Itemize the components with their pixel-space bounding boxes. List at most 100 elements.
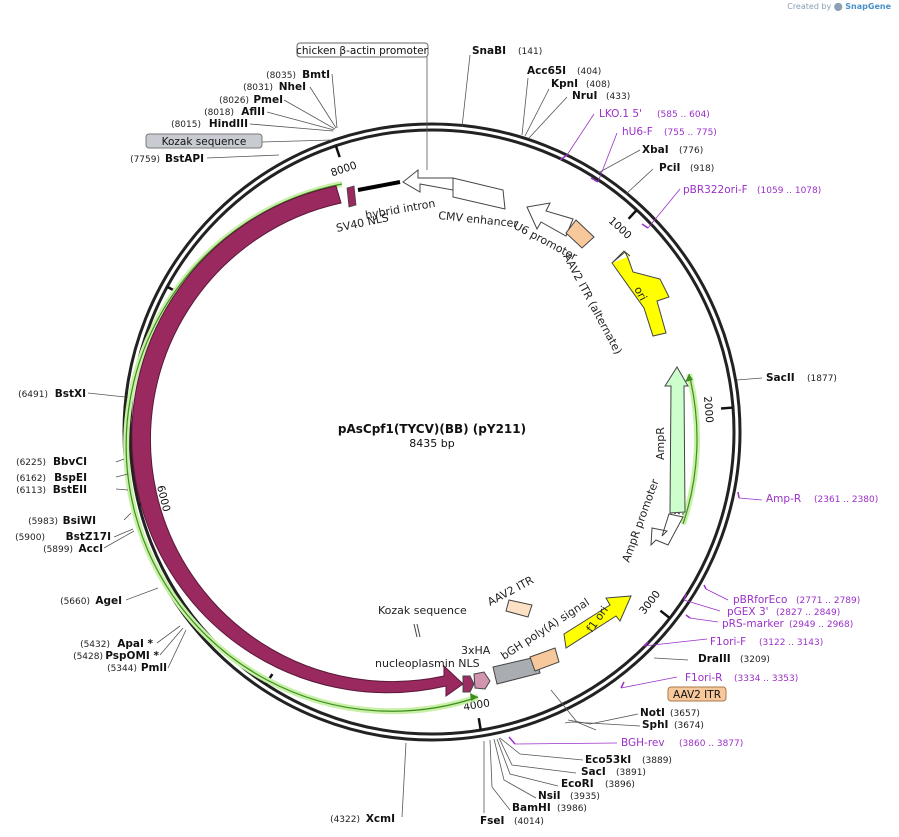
left-site-labels: (4322) XcmI (5344) PmlI (5428) PspOMI * … xyxy=(15,69,395,825)
aav2-itr-feature xyxy=(505,599,533,618)
kozak-boxed-text: Kozak sequence xyxy=(162,136,247,148)
primer-position: (3122 .. 3143) xyxy=(759,638,823,648)
kozak-inner-tick-2 xyxy=(416,623,421,638)
site-position: (5660) xyxy=(60,597,90,607)
aav2-itr-boxed-label: AAV2 ITR xyxy=(667,686,727,702)
ori-feature-arrow xyxy=(611,250,670,337)
site-name: BsiWI xyxy=(63,515,96,527)
kozak-inner-tick xyxy=(413,623,418,638)
site-name: NheI xyxy=(279,81,306,93)
bgh-polya-feature xyxy=(492,656,541,685)
site-name: AgeI xyxy=(95,595,122,607)
primer-position: (2949 .. 2968) xyxy=(789,620,853,630)
site-position: (5344) xyxy=(107,664,137,674)
site-position: (5900) xyxy=(15,533,45,543)
site-position: (3986) xyxy=(557,804,587,814)
site-position: (8018) xyxy=(204,108,234,118)
ruler-tick xyxy=(477,718,482,731)
primer-position: (2771 .. 2789) xyxy=(796,596,860,606)
site-name: BstXI xyxy=(55,388,86,400)
ampr-primer-mark xyxy=(737,491,740,499)
site-position: (5432) xyxy=(80,640,110,650)
cmv-enhancer-label: CMV enhancer xyxy=(438,209,519,230)
site-name: AflII xyxy=(241,106,265,118)
ascpf1-feature-label: AsCpf1 xyxy=(176,452,197,493)
site-position: (3889) xyxy=(642,756,672,766)
pgex3-primer-mark xyxy=(683,593,687,601)
site-position: (3209) xyxy=(740,655,770,665)
site-name: PmeI xyxy=(253,94,283,106)
site-name: EcoRI xyxy=(561,778,594,790)
site-position: (6113) xyxy=(16,486,46,496)
site-position: (5899) xyxy=(43,545,73,555)
primer-position: (3334 .. 3353) xyxy=(734,674,798,684)
f1orir-primer-mark xyxy=(620,681,625,689)
site-position: (8035) xyxy=(266,71,296,81)
primer-name: BGH-rev xyxy=(621,737,665,749)
site-name: BamHI xyxy=(512,802,551,814)
site-name: NruI xyxy=(572,90,597,102)
site-name: PciI xyxy=(659,162,680,174)
ampr-promoter-label: AmpR promoter xyxy=(620,477,662,564)
site-position: (3935) xyxy=(570,792,600,802)
site-name: BstAPI xyxy=(165,153,204,165)
ampr-promoter-arrow xyxy=(650,513,684,547)
ampr-feature-arrow xyxy=(664,366,689,514)
site-name: ApaI * xyxy=(117,638,153,650)
site-position: (4322) xyxy=(330,815,360,825)
credit-prefix: Created by xyxy=(787,2,832,11)
ascpf1-feature-arrow xyxy=(131,185,464,697)
boxed-label-leaders xyxy=(261,57,597,731)
site-position: (404) xyxy=(577,67,601,77)
snapgene-logo-icon: ⬤ xyxy=(833,2,843,11)
ori-feature-label: ori xyxy=(631,284,649,303)
site-name: BstZ17I xyxy=(66,531,111,543)
credit-brand: SnapGene xyxy=(845,2,891,11)
site-name: NsiI xyxy=(538,790,561,802)
ruler-tick-label: 8000 xyxy=(329,159,358,179)
site-position: (8015) xyxy=(171,120,201,130)
primer-labels: LKO.1 5' (585 .. 604) hU6-F (755 .. 775)… xyxy=(599,108,878,749)
primer-name: pBRforEco xyxy=(733,594,787,606)
ampr-orf-arrowhead xyxy=(685,374,693,382)
primer-name: pBR322ori-F xyxy=(683,184,748,196)
ampr-orf-line xyxy=(682,373,698,525)
site-position: (433) xyxy=(606,92,630,102)
site-name: AccI xyxy=(79,543,103,555)
sv40-nls-feature xyxy=(346,185,357,208)
u6-promoter-arrow xyxy=(526,202,574,237)
site-name: BbvCI xyxy=(53,456,87,468)
lko1-primer-mark xyxy=(559,154,568,161)
site-name: XbaI xyxy=(642,144,669,156)
site-position: (918) xyxy=(690,164,714,174)
sv40-nls-label: SV40 NLS xyxy=(335,211,390,235)
site-name: Acc65I xyxy=(527,65,566,77)
bghrev-primer-mark xyxy=(508,736,516,745)
primer-position: (3860 .. 3877) xyxy=(679,739,743,749)
site-position: (3674) xyxy=(674,721,704,731)
site-name: BspEI xyxy=(54,472,87,484)
primer-name: LKO.1 5' xyxy=(599,108,642,120)
ruler-tick xyxy=(720,406,734,410)
primer-position: (2361 .. 2380) xyxy=(814,495,878,505)
chicken-actin-promoter-arrow xyxy=(402,168,506,210)
primer-position: (1059 .. 1078) xyxy=(757,186,821,196)
left-site-leaders xyxy=(87,73,407,818)
pbr322-primer-mark xyxy=(641,223,649,229)
primer-position: (755 .. 775) xyxy=(664,128,717,138)
primer-position: (585 .. 604) xyxy=(657,110,710,120)
site-position: (1877) xyxy=(807,374,837,384)
site-name: SphI xyxy=(642,719,668,731)
hu6f-primer-mark xyxy=(590,177,599,183)
site-position: (3896) xyxy=(605,780,635,790)
site-position: (8026) xyxy=(219,96,249,106)
chicken-actin-boxed-text: chicken β-actin promoter xyxy=(296,45,428,57)
f1-ori-feature-arrow xyxy=(563,595,632,649)
prs-marker-primer-mark xyxy=(685,614,691,619)
chicken-actin-boxed-label: chicken β-actin promoter xyxy=(296,42,429,58)
site-position: (6225) xyxy=(16,458,46,468)
site-position: (6491) xyxy=(18,390,48,400)
nucleoplasmin-nls-label: nucleoplasmin NLS xyxy=(375,657,480,670)
primer-position: (2827 .. 2849) xyxy=(776,608,840,618)
primer-name: F1ori-F xyxy=(710,636,746,648)
